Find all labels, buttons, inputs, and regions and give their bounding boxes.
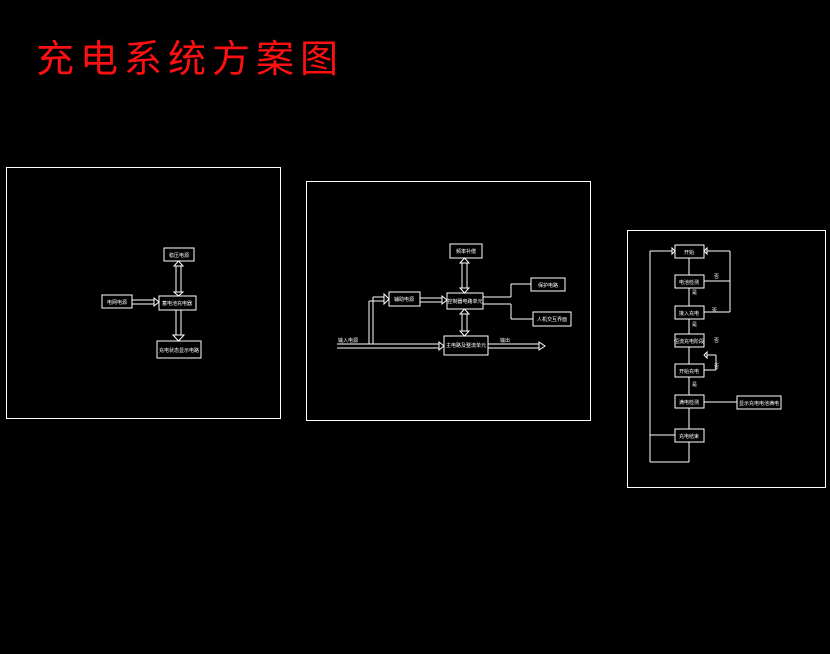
d2-input-label: 输入电源	[338, 337, 358, 344]
d2-top-label: 频率补偿	[456, 248, 476, 255]
d2-left-label: 辅助电源	[394, 296, 414, 303]
d3-constant-current-label: 恒流充电阶段	[674, 338, 704, 345]
d2-right-top-label: 保护电路	[538, 282, 558, 289]
d3-no-label-2: 否	[714, 338, 719, 344]
d3-yes-label-1: 是	[692, 290, 697, 296]
d3-show-full-label: 显示充电电池满电	[739, 400, 779, 407]
diagram-panel-3: 开始 电池检测 接入充电 恒流充电阶段 开始充电 满电检测 显示充电电池满电 充…	[627, 230, 826, 488]
d3-connect-charge-label: 接入充电	[679, 310, 699, 317]
d1-top-label: 稳压电源	[169, 252, 189, 259]
diagram-2-svg: 频率补偿 辅助电源 控制器电路单元 保护电路 人机交互界面 主电路及整流单元 输…	[337, 243, 572, 356]
d2-right-bottom-label: 人机交互界面	[537, 316, 567, 323]
d2-center-label: 控制器电路单元	[447, 298, 482, 305]
d3-start-label: 开始	[684, 249, 694, 256]
d3-end-charge-label: 充电结束	[679, 433, 699, 440]
diagram-3-svg: 开始 电池检测 接入充电 恒流充电阶段 开始充电 满电检测 显示充电电池满电 充…	[649, 244, 782, 463]
d3-yes-label-2: 是	[692, 322, 697, 328]
d3-yes-label-3: 是	[692, 382, 697, 388]
d3-no-label-1: 否	[714, 274, 719, 280]
d1-bottom-label: 充电状态显示电路	[159, 347, 199, 354]
diagram-1-svg: 稳压电源 电网电源 蓄电池充电器 充电状态显示电路	[101, 247, 202, 359]
d1-center-box	[158, 295, 197, 311]
d1-left-box	[101, 294, 133, 309]
d2-bottom-label: 主电路及整流单元	[446, 342, 486, 349]
diagram-panel-2: 频率补偿 辅助电源 控制器电路单元 保护电路 人机交互界面 主电路及整流单元 输…	[306, 181, 591, 421]
d1-center-label: 蓄电池充电器	[162, 300, 192, 307]
d1-left-label: 电网电源	[107, 299, 127, 306]
d3-full-detect-label: 满电检测	[679, 399, 699, 406]
d3-no-label-4: 否	[712, 308, 717, 314]
d3-no-label-3: 否	[714, 364, 719, 370]
d3-start-charge-label: 开始充电	[679, 368, 699, 375]
d2-top-box	[449, 243, 483, 259]
page-title: 充电系统方案图	[36, 37, 345, 81]
diagram-panel-1: 稳压电源 电网电源 蓄电池充电器 充电状态显示电路	[6, 167, 281, 419]
d3-check-battery-label: 电池检测	[679, 279, 699, 286]
d2-output-label: 输出	[500, 337, 510, 344]
